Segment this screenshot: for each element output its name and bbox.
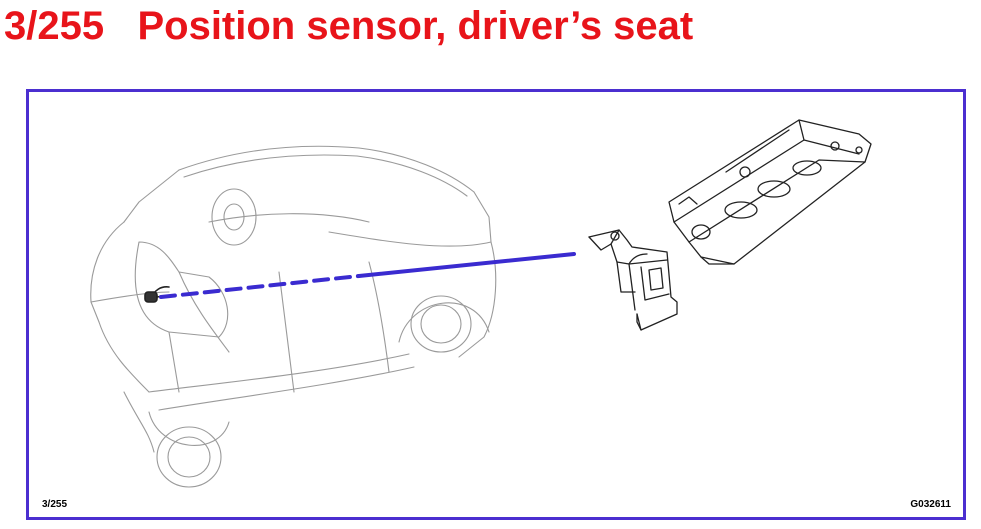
car-outline	[90, 145, 497, 488]
seat-position-sensor	[144, 286, 170, 303]
figure-frame: 3/255 G032611	[26, 89, 966, 520]
sensor-housing-detail	[668, 119, 872, 265]
figure-number: 3/255	[42, 499, 68, 510]
page-heading: Position sensor, driver’s seat	[137, 4, 694, 48]
figure-code: G032611	[910, 499, 951, 510]
page-title: 3/255 Position sensor, driver’s seat	[4, 2, 693, 50]
sensor-bracket-detail	[588, 229, 678, 331]
leader-line	[159, 252, 576, 299]
page-number: 3/255	[4, 4, 105, 48]
figure-illustration	[90, 119, 872, 488]
